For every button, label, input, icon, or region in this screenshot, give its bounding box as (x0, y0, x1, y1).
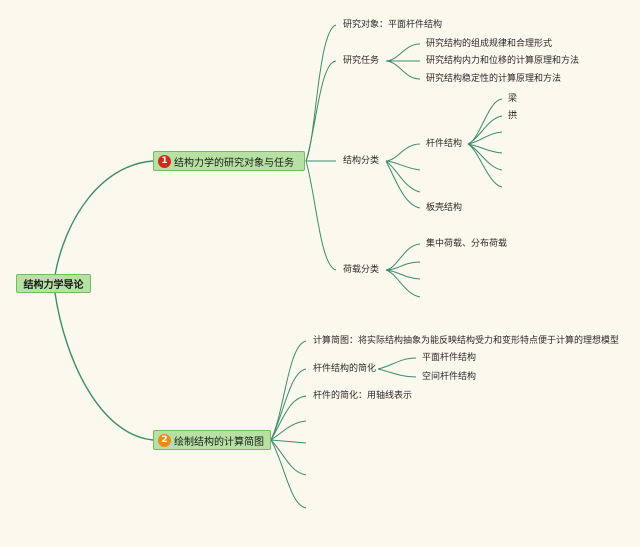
connector-b2-def (270, 340, 307, 441)
connector-rod-2 (467, 115, 503, 145)
branch2-label: 绘制结构的计算简图 (174, 436, 264, 448)
connector-load-2 (385, 261, 421, 271)
research-object-node[interactable]: 研究对象：平面杆件结构 (343, 20, 443, 30)
task-item-2[interactable]: 研究结构内力和位移的计算原理和方法 (426, 56, 580, 66)
branch1-label: 结构力学的研究对象与任务 (174, 157, 294, 169)
connector-simplify-1 (377, 357, 417, 370)
connector-root-branch1 (54, 160, 154, 276)
connector-rod-4 (467, 143, 503, 154)
load-item-1[interactable]: 集中荷载、分布荷载 (426, 239, 508, 249)
diagram-definition-node[interactable]: 计算简图：将实际结构抽象为能反映结构受力和变形特点便于计算的理想模型 (313, 336, 620, 346)
rod-structure-node[interactable]: 杆件结构 (426, 139, 463, 149)
connector-b2-4 (270, 420, 307, 441)
connector-b2-5 (270, 439, 307, 444)
connector-class-2 (385, 160, 421, 171)
root-node[interactable]: 结构力学导论 (16, 274, 91, 293)
connector-tasks-3 (385, 60, 421, 80)
arch-node[interactable]: 拱 (508, 111, 518, 121)
connector-class-rod (385, 143, 421, 162)
member-simplify-node[interactable]: 杆件的简化：用轴线表示 (313, 391, 413, 401)
rod-simplify-node[interactable]: 杆件结构的简化 (313, 364, 377, 374)
number-badge-1: 1 (158, 154, 171, 168)
plane-rod-node[interactable]: 平面杆件结构 (422, 353, 477, 363)
root-label: 结构力学导论 (23, 280, 84, 291)
connector-rod-6 (467, 143, 503, 188)
branch-node-1[interactable]: 1 结构力学的研究对象与任务 (153, 151, 305, 171)
connector-simplify-2 (377, 368, 417, 378)
task-item-1[interactable]: 研究结构的组成规律和合理形式 (426, 39, 553, 49)
connector-tasks-1 (385, 43, 421, 62)
task-item-3[interactable]: 研究结构稳定性的计算原理和方法 (426, 74, 562, 84)
load-classification-node[interactable]: 荷载分类 (343, 265, 380, 275)
connector-class-shell (385, 160, 421, 209)
connector-load-1 (385, 243, 421, 271)
beam-node[interactable]: 梁 (508, 94, 518, 104)
connector-b1-tasks (305, 60, 337, 162)
connector-rod-5 (467, 143, 503, 171)
connector-b2-member (270, 395, 307, 441)
connector-class-3 (385, 160, 421, 193)
branch-node-2[interactable]: 2 绘制结构的计算简图 (153, 430, 271, 450)
connector-b1-load (305, 160, 337, 271)
number-badge-2: 2 (158, 433, 171, 447)
connector-b2-6 (270, 439, 307, 476)
space-rod-node[interactable]: 空间杆件结构 (422, 372, 477, 382)
connector-load-3 (385, 269, 421, 280)
connector-b2-rod (270, 368, 307, 441)
research-tasks-node[interactable]: 研究任务 (343, 56, 380, 66)
connector-rod-3 (467, 131, 503, 145)
connector-load-4 (385, 269, 421, 298)
connector-b2-7 (270, 439, 307, 509)
shell-structure-node[interactable]: 板壳结构 (426, 203, 463, 213)
classification-node[interactable]: 结构分类 (343, 156, 380, 166)
connector-root-branch2 (54, 292, 154, 441)
